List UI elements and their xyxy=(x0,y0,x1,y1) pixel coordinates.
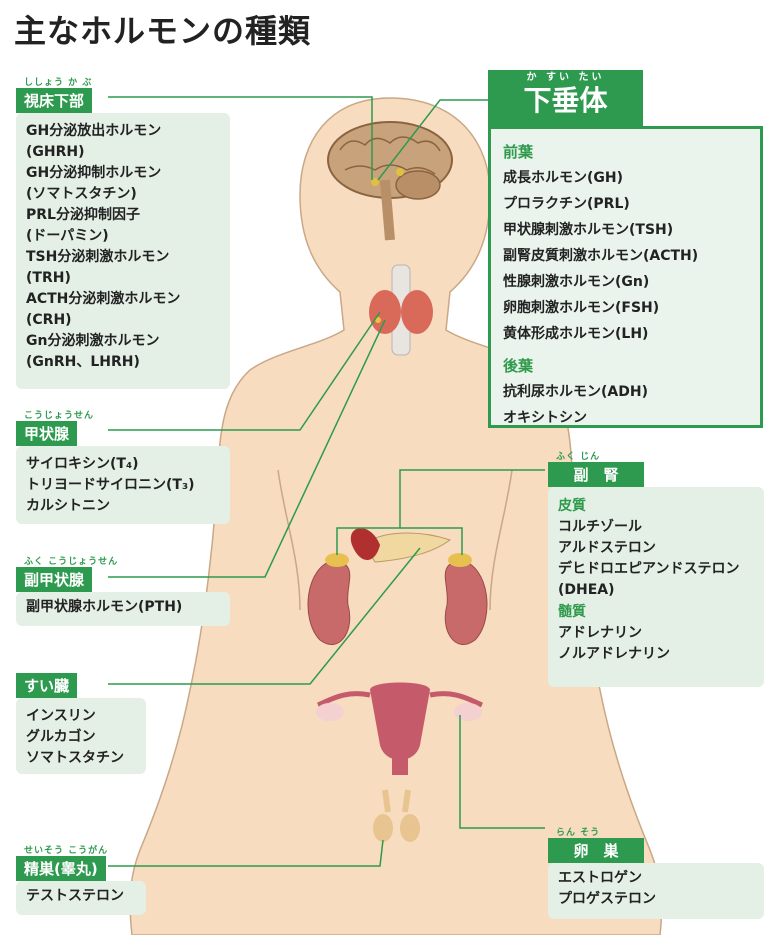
pituitary-title: 下垂体 xyxy=(523,84,608,117)
list-item: コルチゾール xyxy=(558,519,642,535)
brain-icon xyxy=(327,121,453,241)
thyroid-hormones-box: サイロキシン(T₄) トリヨードサイロニン(T₃) カルシトニン xyxy=(16,446,230,524)
ovary-title: 卵 巣 xyxy=(573,842,619,860)
list-item: テストステロン xyxy=(26,888,124,904)
hypothalamus-hormones-box: GH分泌放出ホルモン (GHRH) GH分泌抑制ホルモン (ソマトスタチン) P… xyxy=(16,113,230,389)
list-item: (GnRH、LHRH) xyxy=(26,354,140,370)
list-item: (CRH) xyxy=(26,312,72,328)
list-item: (DHEA) xyxy=(558,582,615,598)
testes-icon xyxy=(373,789,420,842)
parathyroid-title: 副甲状腺 xyxy=(24,571,85,589)
thyroid-title: 甲状腺 xyxy=(24,425,70,443)
list-item: PRL分泌抑制因子 xyxy=(26,207,140,223)
list-item: 抗利尿ホルモン(ADH) xyxy=(503,384,648,400)
list-item: トリヨードサイロニン(T₃) xyxy=(26,477,195,493)
uterus-icon xyxy=(316,682,483,775)
page-title: 主なホルモンの種類 xyxy=(14,12,312,50)
list-item: (ドーパミン) xyxy=(26,228,109,244)
testis-hormones-box: テストステロン xyxy=(16,881,146,915)
adrenal-label: ふく じん 副 腎 xyxy=(548,452,644,487)
parathyroid-label: ふく こうじょうせん 副甲状腺 xyxy=(16,557,117,592)
list-item: インスリン xyxy=(26,708,96,724)
ovary-label: らん そう 卵 巣 xyxy=(548,828,644,863)
list-item: (TRH) xyxy=(26,270,71,286)
pancreas-title: すい臓 xyxy=(24,677,70,695)
testis-ruby: せいそう こうがん xyxy=(24,846,109,856)
kidneys-icon xyxy=(307,553,488,646)
pancreas-label: すい臓 xyxy=(16,673,78,698)
list-item: TSH分泌刺激ホルモン xyxy=(26,249,170,265)
medulla-heading: 髄質 xyxy=(558,604,586,620)
list-item: Gn分泌刺激ホルモン xyxy=(26,333,160,349)
list-item: 副腎皮質刺激ホルモン(ACTH) xyxy=(503,248,699,264)
list-item: 甲状腺刺激ホルモン(TSH) xyxy=(503,222,674,238)
cortex-heading: 皮質 xyxy=(558,498,586,514)
list-item: アドレナリン xyxy=(558,625,642,641)
list-item: GH分泌抑制ホルモン xyxy=(26,165,162,181)
list-item: デヒドロエピアンドステロン xyxy=(558,561,740,577)
list-item: オキシトシン xyxy=(503,410,587,426)
list-item: 性腺刺激ホルモン(Gn) xyxy=(503,274,650,290)
list-item: 卵胞刺激ホルモン(FSH) xyxy=(503,300,660,316)
anterior-heading: 前葉 xyxy=(503,143,534,161)
testis-label: せいそう こうがん 精巣(睾丸) xyxy=(16,846,107,881)
ovary-hormones-box: エストロゲン プロゲステロン xyxy=(548,863,764,919)
list-item: グルカゴン xyxy=(26,729,96,745)
list-item: 成長ホルモン(GH) xyxy=(503,170,624,186)
list-item: アルドステロン xyxy=(558,540,656,556)
hypothalamus-title: 視床下部 xyxy=(24,92,85,110)
list-item: プロゲステロン xyxy=(558,891,656,907)
list-item: ソマトスタチン xyxy=(26,750,124,766)
list-item: GH分泌放出ホルモン xyxy=(26,123,162,139)
list-item: プロラクチン(PRL) xyxy=(503,196,630,212)
parathyroid-ruby: ふく こうじょうせん xyxy=(24,557,119,567)
list-item: カルシトニン xyxy=(26,498,110,514)
list-item: 黄体形成ホルモン(LH) xyxy=(503,326,649,342)
adrenal-title: 副 腎 xyxy=(573,466,619,484)
list-item: 副甲状腺ホルモン(PTH) xyxy=(26,599,183,615)
adrenal-hormones-box: 皮質 コルチゾール アルドステロン デヒドロエピアンドステロン (DHEA) 髄… xyxy=(548,487,764,687)
hypothalamus-label: ししょう か ぶ 視床下部 xyxy=(16,78,93,113)
posterior-heading: 後葉 xyxy=(503,357,534,375)
parathyroid-hormones-box: 副甲状腺ホルモン(PTH) xyxy=(16,592,230,626)
thyroid-icon xyxy=(369,264,433,356)
list-item: ACTH分泌刺激ホルモン xyxy=(26,291,181,307)
body-silhouette xyxy=(129,97,663,935)
list-item: エストロゲン xyxy=(558,870,642,886)
pituitary-hormones-box: 前葉 成長ホルモン(GH) プロラクチン(PRL) 甲状腺刺激ホルモン(TSH)… xyxy=(488,126,763,428)
list-item: ノルアドレナリン xyxy=(558,646,670,662)
pituitary-ruby: か すい たい xyxy=(526,72,605,83)
pancreas-hormones-box: インスリン グルカゴン ソマトスタチン xyxy=(16,698,146,774)
thyroid-ruby: こうじょうせん xyxy=(24,411,95,421)
thyroid-label: こうじょうせん 甲状腺 xyxy=(16,411,93,446)
pancreas-icon xyxy=(350,528,452,563)
ovary-ruby: らん そう xyxy=(556,828,601,838)
list-item: サイロキシン(T₄) xyxy=(26,456,139,472)
testis-title: 精巣(睾丸) xyxy=(24,860,98,878)
hypothalamus-ruby: ししょう か ぶ xyxy=(24,78,93,88)
adrenal-ruby: ふく じん xyxy=(556,452,601,462)
list-item: (GHRH) xyxy=(26,144,85,160)
pituitary-label: か すい たい 下垂体 xyxy=(488,70,643,126)
connector-lines xyxy=(108,96,545,867)
list-item: (ソマトスタチン) xyxy=(26,186,137,202)
